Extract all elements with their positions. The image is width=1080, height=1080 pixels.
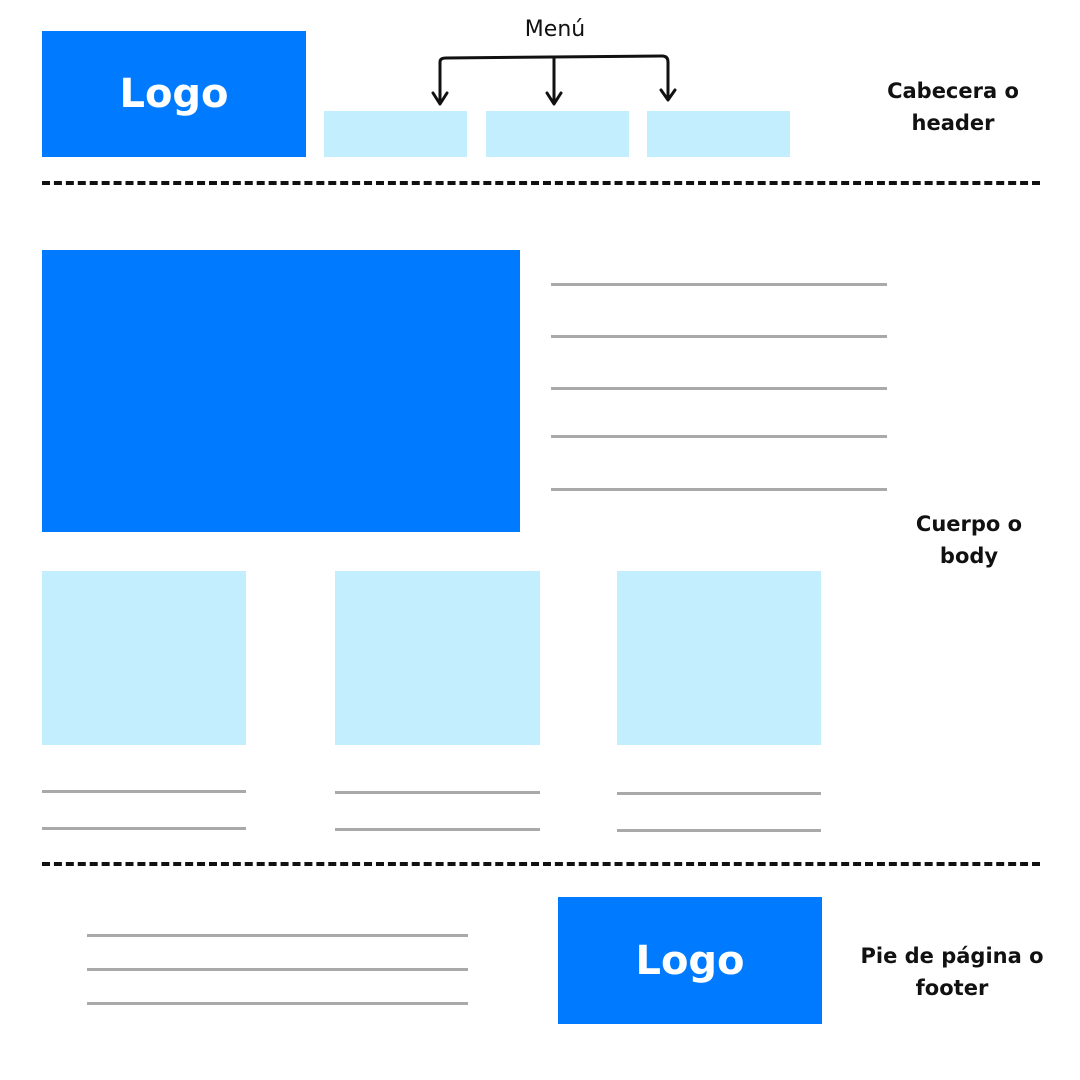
menu-item-3[interactable] (647, 111, 790, 157)
card-text-line (42, 790, 246, 793)
card-text-line (335, 791, 540, 794)
header-logo[interactable]: Logo (42, 31, 306, 157)
footer-text-line (87, 934, 468, 937)
menu-item-1[interactable] (324, 111, 467, 157)
footer-section-label: Pie de página o footer (847, 940, 1057, 1004)
hero-image (42, 250, 520, 532)
body-label-line2: body (939, 544, 999, 568)
header-divider (42, 181, 1040, 185)
card-text-line (335, 828, 540, 831)
hero-text-line (551, 335, 887, 338)
menu-brace-arrows (431, 54, 677, 106)
hero-text-line (551, 387, 887, 390)
header-logo-text: Logo (119, 71, 229, 117)
menu-label: Menú (524, 17, 586, 42)
card-text-line (42, 827, 246, 830)
card-image-1 (42, 571, 246, 745)
body-label-line1: Cuerpo o (915, 512, 1023, 536)
footer-label-line2: footer (915, 976, 989, 1000)
footer-logo[interactable]: Logo (558, 897, 822, 1024)
hero-text-line (551, 488, 887, 491)
footer-logo-text: Logo (635, 937, 745, 984)
footer-divider (42, 862, 1040, 866)
card-text-line (617, 792, 821, 795)
footer-text-line (87, 1002, 468, 1005)
header-section-label: Cabecera o header (853, 75, 1053, 139)
menu-item-2[interactable] (486, 111, 629, 157)
hero-text-line (551, 283, 887, 286)
footer-text-line (87, 968, 468, 971)
header-label-line1: Cabecera o (887, 79, 1019, 103)
card-text-line (617, 829, 821, 832)
header-label-line2: header (911, 111, 995, 135)
hero-text-line (551, 435, 887, 438)
body-section-label: Cuerpo o body (869, 508, 1069, 572)
card-image-3 (617, 571, 821, 745)
card-image-2 (335, 571, 540, 745)
footer-label-line1: Pie de página o (860, 944, 1044, 968)
